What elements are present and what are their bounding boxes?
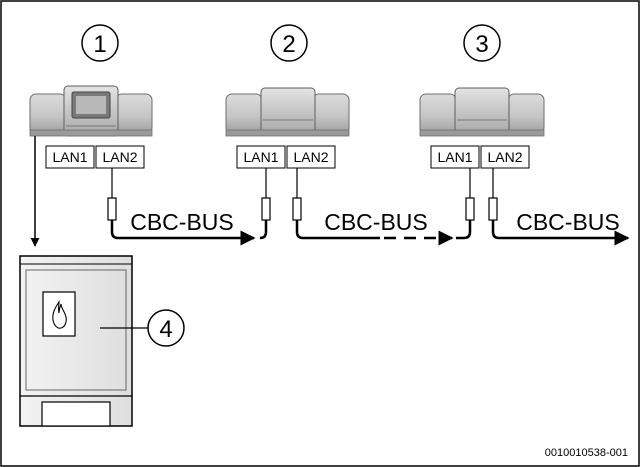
module-3 xyxy=(419,87,545,137)
cable-plug xyxy=(488,197,498,221)
cable-plug xyxy=(107,197,117,221)
boiler xyxy=(19,255,133,427)
ports-module-3: LAN1 LAN2 xyxy=(430,145,530,169)
port-lan1-label: LAN1 xyxy=(52,149,87,165)
ports-module-1: LAN1 LAN2 xyxy=(45,145,145,169)
cable-plug xyxy=(465,197,475,221)
cable-plug xyxy=(292,197,302,221)
bus-label-3: CBC-BUS xyxy=(516,209,620,235)
cable-plug xyxy=(261,197,271,221)
callout-3: 3 xyxy=(463,24,501,62)
boiler-lower-panel xyxy=(41,401,111,427)
callout-4: 4 xyxy=(147,309,185,347)
svg-text:1: 1 xyxy=(93,31,106,58)
module-2 xyxy=(225,87,350,137)
port-lan1-label: LAN1 xyxy=(243,149,278,165)
module-1-controller xyxy=(29,85,153,137)
port-lan2-label: LAN2 xyxy=(293,149,328,165)
bus-label-1: CBC-BUS xyxy=(130,209,234,235)
bus-label-2: CBC-BUS xyxy=(324,209,428,235)
svg-text:3: 3 xyxy=(475,31,488,58)
port-lan1-label: LAN1 xyxy=(437,149,472,165)
port-lan2-label: LAN2 xyxy=(102,149,137,165)
figure-id: 0010010538-001 xyxy=(545,447,628,459)
port-lan2-label: LAN2 xyxy=(487,149,522,165)
bus-cable-3 xyxy=(488,168,630,246)
ports-module-2: LAN1 LAN2 xyxy=(236,145,336,169)
boiler-window xyxy=(42,291,76,337)
svg-text:4: 4 xyxy=(159,316,172,343)
bus-cable-1 xyxy=(107,168,271,246)
callout-2: 2 xyxy=(270,24,308,62)
flame-icon xyxy=(52,300,67,329)
bus-cable-2 xyxy=(292,168,475,246)
callout-1: 1 xyxy=(81,24,119,62)
svg-text:2: 2 xyxy=(282,31,295,58)
